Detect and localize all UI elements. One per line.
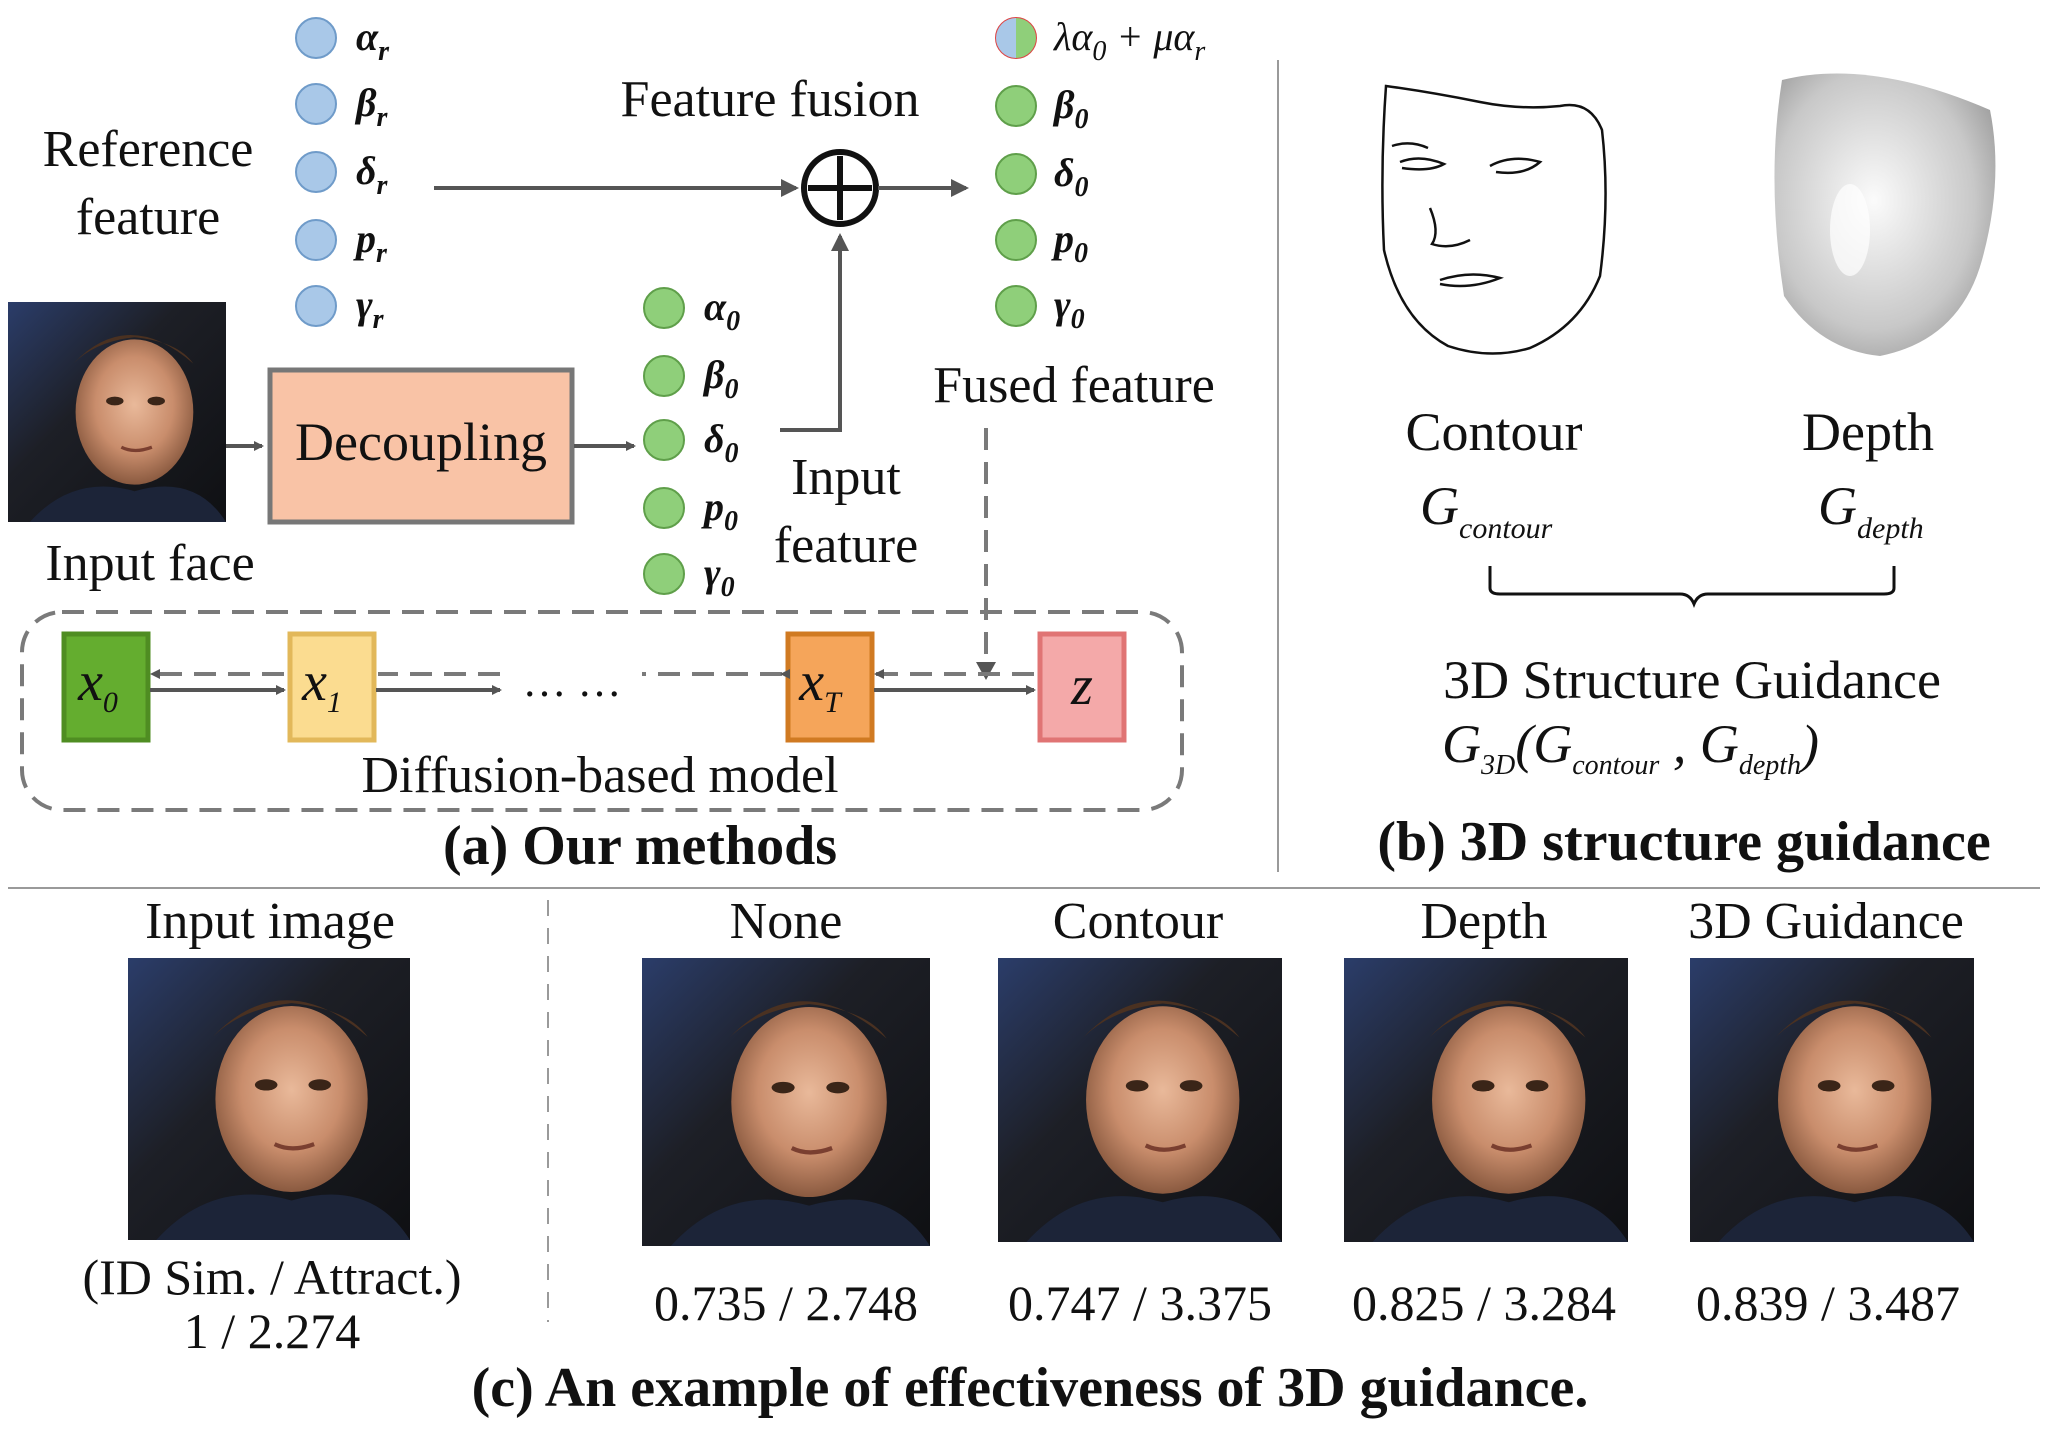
input-face-label: Input face (45, 535, 254, 592)
depth-symbol: Gdepth (1818, 476, 1924, 545)
node-ellipsis: … … (523, 657, 622, 706)
fused-params: λα0 + μαr β0 δ0 p0 γ0 (995, 14, 1205, 335)
contour-drawing (1381, 84, 1607, 355)
node-xT-label: xT (798, 651, 843, 719)
result-title-none: None (730, 893, 843, 950)
guidance-formula: G3D(Gcontour , Gdepth) (1442, 714, 1819, 781)
result-photo-contour (998, 958, 1282, 1242)
result-score-3d-guidance: 0.839 / 3.487 (1696, 1275, 1960, 1331)
panel-c: Input image (ID Sim. / Attract.) 1 / 2.2… (82, 893, 1974, 1419)
contour-label: Contour (1405, 402, 1582, 462)
input-param-p: p0 (701, 484, 738, 537)
reference-dot (295, 219, 337, 261)
input-dot (643, 287, 685, 329)
result-photo-depth (1344, 958, 1628, 1242)
input-metric-value: 1 / 2.274 (184, 1303, 360, 1359)
guidance-title: 3D Structure Guidance (1443, 650, 1941, 710)
reference-param-beta: βr (354, 80, 389, 133)
diffusion-model-label: Diffusion-based model (361, 747, 838, 804)
diffusion-frame (20, 610, 1184, 812)
fused-feature-label: Fused feature (933, 357, 1215, 414)
decoupling-box (267, 367, 575, 525)
fused-dot (995, 153, 1037, 195)
input-param-beta: β0 (702, 352, 739, 405)
input-param-alpha: α0 (704, 284, 740, 337)
fused-dot (995, 85, 1037, 127)
input-dot (643, 487, 685, 529)
input-dot (643, 553, 685, 595)
reference-dot (295, 285, 337, 327)
input-params: α0 β0 δ0 p0 γ0 (643, 284, 740, 603)
node-z (1037, 631, 1127, 743)
fused-param-alpha: λα0 + μαr (1053, 14, 1205, 67)
result-score-depth: 0.825 / 3.284 (1352, 1275, 1616, 1331)
input-param-gamma: γ0 (704, 550, 735, 603)
panel-b: Contour Gcontour Depth Gdepth 3D Structu… (1377, 73, 1996, 873)
reference-param-gamma: γr (356, 282, 385, 335)
reference-param-alpha: αr (356, 14, 390, 67)
panel-a: Reference feature αr βr δr pr γr Feature… (8, 14, 1215, 877)
reference-dot (295, 151, 337, 193)
input-feature-label-line1: Input (791, 449, 901, 506)
reference-param-delta: δr (356, 148, 389, 201)
feature-fusion-label: Feature fusion (621, 71, 920, 128)
result-score-none: 0.735 / 2.748 (654, 1275, 918, 1331)
fused-param-gamma: γ0 (1054, 282, 1085, 335)
node-x0-label: x0 (77, 651, 118, 719)
input-dot (643, 355, 685, 397)
input-param-delta: δ0 (704, 416, 739, 469)
input-to-fusion-arrow (780, 233, 849, 432)
fused-dot (995, 285, 1037, 327)
mixed-dot (995, 17, 1037, 59)
result-photo-3d-guidance (1690, 958, 1974, 1242)
node-x1-label: x1 (301, 651, 342, 719)
depth-nose-highlight (1830, 184, 1870, 276)
result-title-contour: Contour (1053, 893, 1223, 950)
fused-param-p: p0 (1051, 216, 1088, 269)
node-z-label: z (1070, 655, 1093, 717)
input-face-photo (8, 302, 226, 522)
reference-params: αr βr δr pr γr (295, 14, 390, 335)
panel-b-caption: (b) 3D structure guidance (1377, 811, 1990, 873)
input-image-title: Input image (145, 893, 395, 950)
result-score-contour: 0.747 / 3.375 (1008, 1275, 1272, 1331)
fused-arrowhead (976, 662, 996, 680)
input-feature-label-line2: feature (774, 517, 918, 574)
reference-feature-label-line1: Reference (43, 121, 254, 178)
reference-feature-label-line2: feature (76, 189, 220, 246)
depth-label: Depth (1802, 402, 1934, 462)
result-title-depth: Depth (1420, 893, 1547, 950)
node-x0 (61, 631, 151, 743)
result-photo-none (642, 958, 930, 1246)
reference-param-p: pr (353, 216, 388, 269)
fusion-operator-icon (801, 149, 879, 227)
node-x1 (287, 631, 377, 743)
fused-param-beta: β0 (1052, 82, 1089, 135)
contour-symbol: Gcontour (1420, 476, 1553, 545)
depth-map-image (1774, 73, 1996, 356)
reference-dot (295, 17, 337, 59)
input-metric-header: (ID Sim. / Attract.) (82, 1249, 461, 1305)
input-dot (643, 419, 685, 461)
panel-a-caption: (a) Our methods (443, 815, 837, 877)
input-image-photo (128, 958, 410, 1240)
fused-param-delta: δ0 (1054, 150, 1089, 203)
decoupling-label: Decoupling (295, 412, 547, 472)
panel-c-caption: (c) An example of effectiveness of 3D gu… (472, 1357, 1589, 1419)
result-title-3d-guidance: 3D Guidance (1688, 893, 1964, 950)
fused-dot (995, 219, 1037, 261)
node-xT (785, 631, 875, 743)
reference-dot (295, 83, 337, 125)
guidance-brace (1488, 566, 1896, 609)
